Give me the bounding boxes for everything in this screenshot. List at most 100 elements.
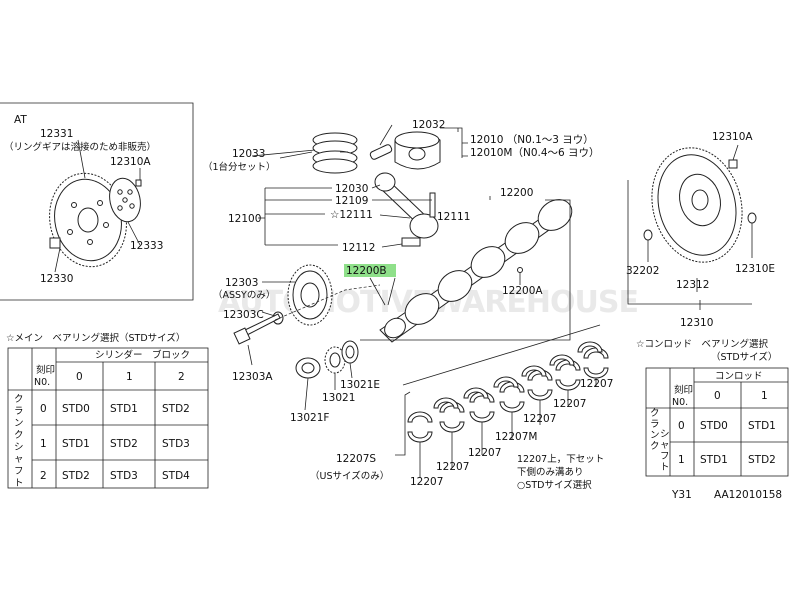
flywheel-icon — [651, 147, 743, 263]
part-label-12303C[interactable]: 12303C — [223, 309, 264, 321]
main-table-corner-1: 刻印 — [36, 364, 55, 376]
svg-text:ク: ク — [650, 408, 660, 419]
part-label-12200A[interactable]: 12200A — [502, 285, 543, 297]
main-cell: STD2 — [62, 470, 90, 482]
assy-note: （ASSYのみ） — [213, 289, 275, 301]
conrod-table-corner-2: N0. — [672, 397, 688, 408]
main-side-label: クラ ンク シャ フト — [14, 394, 24, 489]
connecting-rod-icon — [374, 172, 439, 247]
us-size-note: （USサイズのみ） — [310, 470, 389, 482]
main-cell: STD1 — [62, 438, 90, 450]
part-label-12207-a[interactable]: 12207 — [580, 378, 613, 390]
part-label-12207-d[interactable]: 12207 — [468, 447, 501, 459]
part-label-12207-b[interactable]: 12207 — [553, 398, 586, 410]
pilot-bushing-icon — [643, 229, 653, 241]
part-label-12112[interactable]: 12112 — [342, 242, 375, 254]
part-label-13021F[interactable]: 13021F — [290, 412, 329, 424]
bearing-note-2: 下側のみ溝あり — [517, 466, 584, 478]
part-label-12109[interactable]: 12109 — [335, 195, 368, 207]
part-label-12200B[interactable]: 12200B — [346, 265, 387, 277]
part-label-12030[interactable]: 12030 — [335, 183, 368, 195]
svg-text:フ: フ — [660, 451, 670, 462]
svg-text:ク: ク — [14, 394, 24, 405]
part-label-12331[interactable]: 12331 — [40, 128, 73, 140]
part-label-12310E[interactable]: 12310E — [735, 263, 775, 275]
main-row-no: 2 — [40, 470, 47, 482]
conrod-col-head-1: 1 — [761, 390, 768, 402]
bearing-note-3: ○STDサイズ選択 — [517, 479, 592, 491]
bearings-group: 12207 12207 12207 12207M 12207 12207 122… — [310, 324, 613, 491]
main-cell: STD3 — [162, 438, 190, 450]
part-label-12207-e[interactable]: 12207 — [436, 461, 469, 473]
conrod-cell: STD1 — [700, 454, 728, 466]
svg-text:ク: ク — [650, 441, 660, 452]
note-12331: （リングギアは溶接のため非販売） — [4, 141, 156, 153]
footer-model: Y31 — [671, 489, 692, 501]
part-label-13021E[interactable]: 13021E — [340, 379, 380, 391]
oil-pump-drive-spacer-icon — [295, 357, 321, 379]
drive-plate-icon — [49, 172, 127, 268]
svg-text:フ: フ — [14, 466, 24, 477]
part-label-12010M[interactable]: 12010M（N0.4～6 ヨウ） — [470, 147, 600, 159]
part-label-12207S[interactable]: 12207S — [336, 453, 376, 465]
part-label-12032[interactable]: 12032 — [412, 119, 445, 131]
part-label-12333[interactable]: 12333 — [130, 240, 163, 252]
part-label-12310A[interactable]: 12310A — [712, 131, 753, 143]
conrod-row-no: 1 — [678, 454, 685, 466]
main-cell: STD0 — [62, 403, 90, 415]
reinforcement-plate-icon — [109, 177, 141, 223]
main-row-no: 1 — [40, 438, 47, 450]
part-label-12207M[interactable]: 12207M — [495, 431, 537, 443]
main-table-title: ☆メイン ベアリング選択（STDサイズ） — [6, 332, 185, 344]
part-label-12303[interactable]: 12303 — [225, 277, 258, 289]
conrod-table-title-1: ☆コンロッド ベアリング選択 — [636, 338, 769, 350]
main-table-header-top: シリンダー ブロック — [95, 349, 190, 361]
main-cell: STD2 — [110, 438, 138, 450]
main-table-corner-2: N0. — [34, 377, 50, 388]
svg-text:ト: ト — [14, 478, 24, 489]
conrod-bearing-table: ☆コンロッド ベアリング選択 （STDサイズ） コンロッド 刻印 N0. 0 1… — [636, 338, 789, 477]
part-label-12111[interactable]: 12111 — [437, 211, 470, 223]
svg-text:ラ: ラ — [650, 419, 660, 430]
conrod-table-corner-1: 刻印 — [674, 384, 693, 396]
part-label-12303A[interactable]: 12303A — [232, 371, 273, 383]
main-bearing-table: ☆メイン ベアリング選択（STDサイズ） シリンダー ブロック 刻印 N0. 0… — [6, 332, 209, 489]
part-label-13021[interactable]: 13021 — [322, 392, 355, 404]
dowel-icon — [747, 212, 757, 224]
part-label-12010[interactable]: 12010 （N0.1～3 ヨウ） — [470, 134, 594, 146]
piston-group: 12032 12033 （1台分セット） 12010 （N0.1～3 ヨウ） 1… — [203, 119, 600, 254]
svg-text:ャ: ャ — [660, 440, 670, 451]
part-label-12207-g[interactable]: 12207 — [410, 476, 443, 488]
main-cell: STD2 — [162, 403, 190, 415]
main-row-no: 0 — [40, 403, 47, 415]
piston-pin-icon — [369, 144, 393, 160]
crankshaft-group: 12200 12200B 12200A 12303 （ASSYのみ） 12303… — [213, 187, 573, 424]
part-label-12207-c[interactable]: 12207 — [523, 413, 556, 425]
svg-text:シ: シ — [660, 429, 670, 440]
svg-text:ン: ン — [14, 418, 24, 429]
flywheel-group: 12310A 32202 12312 12310 12310E — [626, 131, 775, 329]
part-label-12111-star[interactable]: ☆12111 — [330, 209, 373, 221]
conrod-cell: STD0 — [700, 420, 728, 432]
svg-text:シ: シ — [14, 442, 24, 453]
at-box: AT 12331 （リングギアは溶接のため非販売） 12310A 12333 1… — [0, 102, 194, 301]
main-cell: STD1 — [110, 403, 138, 415]
part-label-12310A-at[interactable]: 12310A — [110, 156, 151, 168]
set-note: （1台分セット） — [203, 161, 276, 173]
bearing-shells-icon — [407, 341, 609, 443]
part-label-12330[interactable]: 12330 — [40, 273, 73, 285]
main-col-head-2: 2 — [178, 371, 185, 383]
part-label-12310[interactable]: 12310 — [680, 317, 713, 329]
main-col-head-0: 0 — [76, 371, 83, 383]
part-label-12200[interactable]: 12200 — [500, 187, 533, 199]
part-label-12312[interactable]: 12312 — [676, 279, 709, 291]
main-cell: STD3 — [110, 470, 138, 482]
part-label-12033[interactable]: 12033 — [232, 148, 265, 160]
at-title: AT — [14, 114, 27, 126]
main-cell: STD4 — [162, 470, 190, 482]
flywheel-bolt-icon — [728, 159, 738, 169]
part-label-12100[interactable]: 12100 — [228, 213, 261, 225]
part-label-32202[interactable]: 32202 — [626, 265, 659, 277]
conrod-table-header-top: コンロッド — [715, 371, 763, 382]
